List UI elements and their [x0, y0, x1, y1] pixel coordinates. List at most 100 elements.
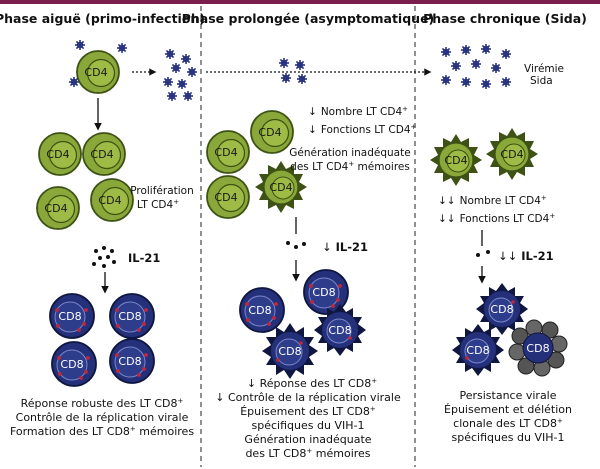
- svg-text:CD4: CD4: [258, 126, 281, 139]
- cd8-cell: CD8: [109, 293, 155, 339]
- caption-prolonged-3: Épuisement des LT CD8+: [240, 405, 376, 418]
- caption-prolonged-2: ↓ Contrôle de la réplication virale: [215, 391, 401, 404]
- virus-icon: [164, 48, 176, 60]
- svg-text:CD8: CD8: [278, 345, 301, 358]
- generation-inadequate-cd4-2: des LT CD4+ mémoires: [290, 160, 410, 173]
- caption-prolonged-1: ↓ Réponse des LT CD8+: [247, 377, 377, 390]
- cd4-cell: CD4: [38, 132, 82, 176]
- virus-icon: [460, 76, 472, 88]
- phase-chronic: Virémie Sida CD4 CD4 ↓↓Nombre LT CD4+ ↓↓…: [430, 43, 572, 444]
- caption-prolonged-5: Génération inadéquate: [244, 433, 371, 446]
- phase-title-chronic: Phase chronique (Sida): [423, 11, 587, 26]
- caption-prolonged-6: des LT CD8+ mémoires: [245, 447, 370, 460]
- cd8-cell: CD8: [49, 293, 95, 339]
- exhausted-cd8-cell: CD8: [262, 323, 318, 379]
- caption-chronic-3: clonale des LT CD8+: [453, 417, 563, 430]
- virus-icon: [490, 62, 502, 74]
- caption-chronic-4: spécifiques du VIH-1: [452, 431, 565, 444]
- il21-label: ↓↓IL-21: [498, 249, 554, 263]
- virus-icon: [74, 39, 86, 51]
- il21-dot: [302, 242, 306, 246]
- svg-text:CD8: CD8: [490, 303, 513, 316]
- virus-icon: [116, 42, 128, 54]
- virus-icon: [182, 90, 194, 102]
- virus-icon: [440, 46, 452, 58]
- svg-text:CD4: CD4: [214, 191, 237, 204]
- cd4-cell: CD4: [250, 110, 294, 154]
- cd4-number-decrease: ↓Nombre LT CD4+: [308, 105, 408, 118]
- exhausted-cd8-cell: CD8: [452, 324, 504, 376]
- virus-icon: [470, 58, 482, 70]
- cd4-cell: CD4: [206, 130, 250, 174]
- cd8-cell: CD8: [109, 338, 155, 384]
- caption-chronic-2: Épuisement et délétion: [444, 403, 572, 416]
- svg-text:CD8: CD8: [118, 355, 141, 368]
- virus-icon: [440, 74, 452, 86]
- svg-text:CD8: CD8: [526, 342, 549, 355]
- virus-icon: [500, 48, 512, 60]
- viremia-label: Virémie: [524, 63, 564, 75]
- cd4-number-decrease-2: ↓↓Nombre LT CD4+: [438, 194, 547, 207]
- svg-text:CD4: CD4: [500, 148, 523, 161]
- cd8-cell: CD8: [51, 341, 97, 387]
- svg-text:CD4: CD4: [214, 146, 237, 159]
- exhausted-cd4-cell: CD4: [486, 128, 538, 180]
- virus-icon: [294, 59, 306, 71]
- svg-text:CD4: CD4: [44, 202, 67, 215]
- caption-acute-1: Réponse robuste des LT CD8+: [21, 397, 184, 410]
- cd4-cell: CD4: [90, 178, 134, 222]
- svg-text:CD4: CD4: [444, 154, 467, 167]
- phase-acute: CD4 CD4 CD4 CD4 CD4 Prolifération LT CD4…: [10, 39, 198, 438]
- virus-icon: [170, 62, 182, 74]
- apoptotic-cd8-cell: CD8: [508, 319, 568, 377]
- cd4-function-decrease-2: ↓↓Fonctions LT CD4+: [438, 212, 555, 225]
- generation-inadequate-cd4: Génération inadéquate: [289, 147, 410, 159]
- svg-text:CD8: CD8: [60, 358, 83, 371]
- svg-text:CD8: CD8: [118, 310, 141, 323]
- hiv-phases-diagram: Phase aiguë (primo-infection) Phase prol…: [0, 6, 587, 467]
- virus-icon: [186, 66, 198, 78]
- caption-chronic-1: Persistance virale: [459, 389, 556, 402]
- proliferation-label-2: LT CD4+: [137, 198, 179, 211]
- il21-dot: [294, 245, 298, 249]
- cd8-cell: CD8: [303, 269, 349, 315]
- il21-dot: [476, 253, 480, 257]
- virus-icon: [280, 72, 292, 84]
- virus-icon: [480, 43, 492, 55]
- svg-text:CD8: CD8: [312, 286, 335, 299]
- svg-text:CD4: CD4: [90, 148, 113, 161]
- proliferation-label: Prolifération: [130, 185, 194, 197]
- svg-text:CD4: CD4: [84, 66, 107, 79]
- phase-title-prolonged: Phase prolongée (asymptomatique): [182, 11, 435, 26]
- virus-icon: [180, 53, 192, 65]
- il21-dot: [286, 241, 290, 245]
- caption-prolonged-4: spécifiques du VIH-1: [252, 419, 365, 432]
- virus-icon: [166, 90, 178, 102]
- il21-label: IL-21: [128, 251, 160, 265]
- il21-dots: [92, 246, 116, 268]
- cd4-cell: CD4: [76, 50, 120, 94]
- virus-icon: [480, 78, 492, 90]
- virus-icon: [176, 78, 188, 90]
- virus-icon: [460, 44, 472, 56]
- phase-prolonged: CD4 CD4 CD4 CD4 ↓Nombre LT CD4+ ↓Fonctio…: [206, 57, 417, 460]
- exhausted-cd4-cell: CD4: [430, 134, 482, 186]
- svg-text:CD8: CD8: [466, 344, 489, 357]
- virus-icon: [450, 60, 462, 72]
- virus-icon: [278, 57, 290, 69]
- virus-icon: [296, 73, 308, 85]
- virus-icon: [500, 76, 512, 88]
- caption-acute-2: Contrôle de la réplication virale: [16, 411, 189, 424]
- cd4-cell: CD4: [206, 175, 250, 219]
- cd8-cell: CD8: [239, 287, 285, 333]
- phase-title-acute: Phase aiguë (primo-infection): [0, 11, 205, 26]
- cd4-cell: CD4: [82, 132, 126, 176]
- cd4-function-decrease: ↓Fonctions LT CD4+: [308, 123, 417, 136]
- caption-acute-3: Formation des LT CD8+ mémoires: [10, 425, 194, 438]
- aids-label: Sida: [530, 75, 553, 87]
- svg-text:CD8: CD8: [248, 304, 271, 317]
- exhausted-cd8-cell: CD8: [476, 283, 528, 335]
- svg-text:CD8: CD8: [58, 310, 81, 323]
- exhausted-cd4-cell: CD4: [255, 161, 307, 213]
